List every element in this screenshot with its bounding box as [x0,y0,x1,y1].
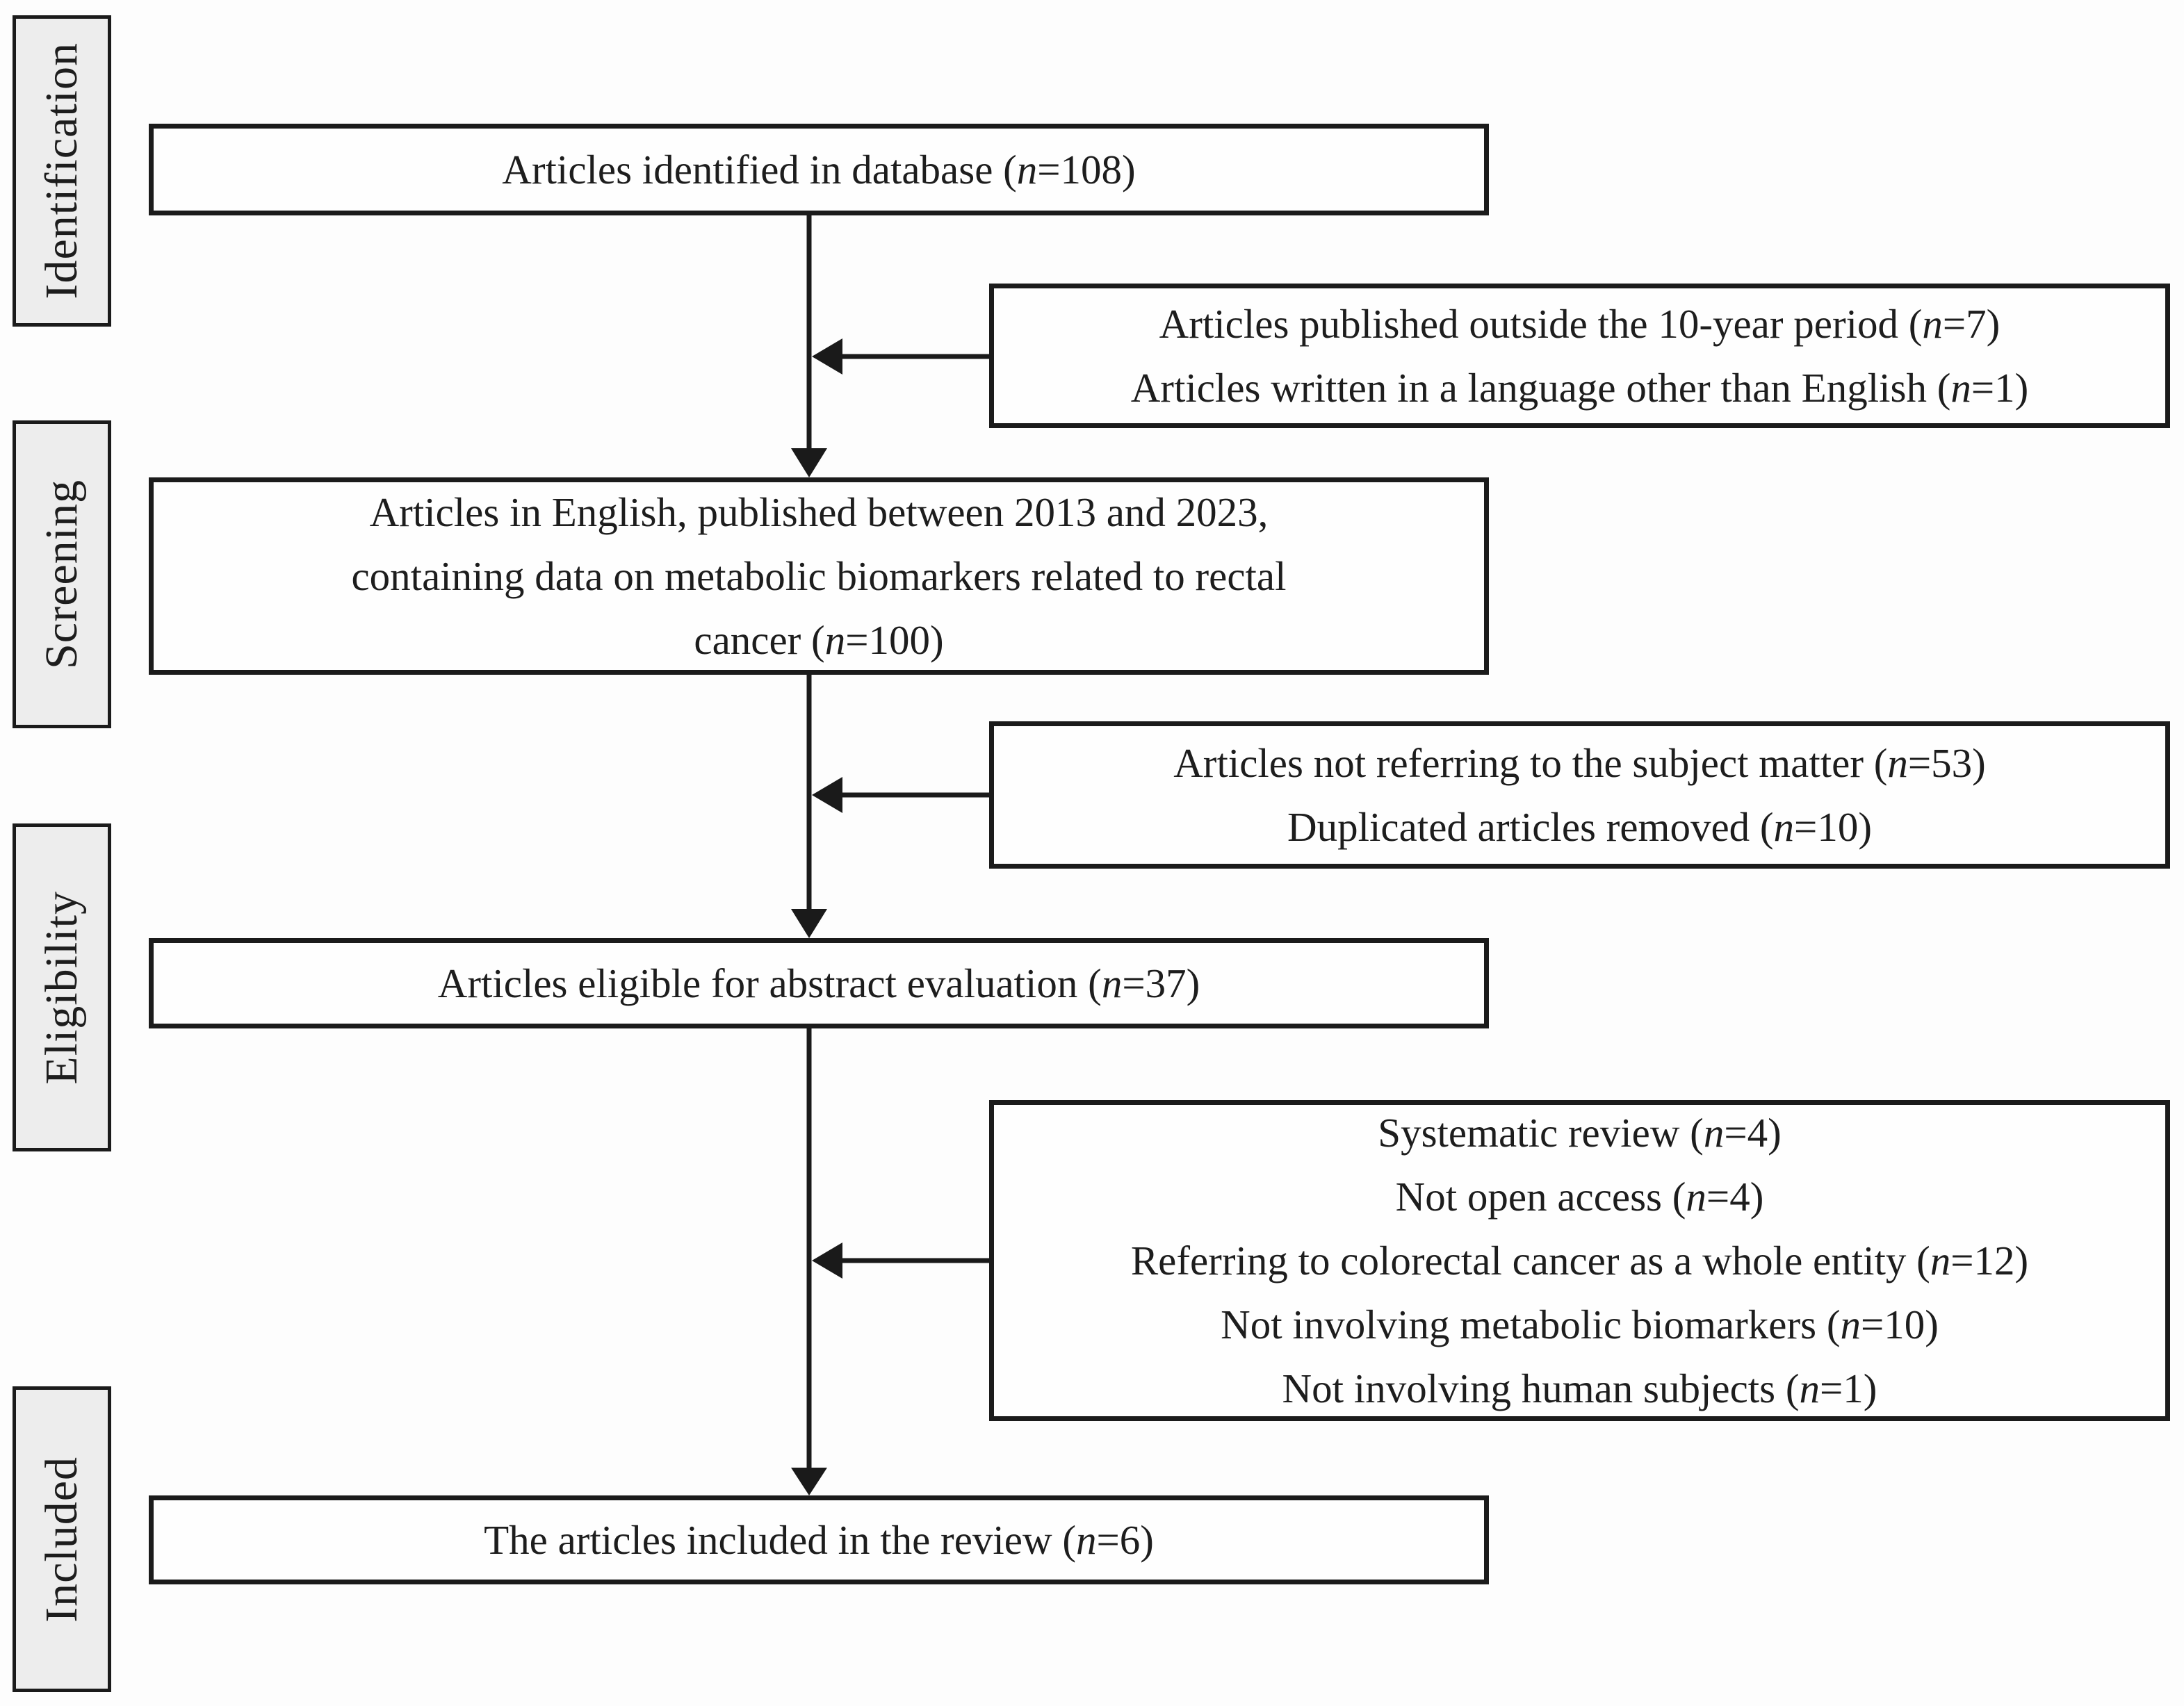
arrow-screening-to-eligibility [791,675,827,938]
stage-label-text: Eligibility [36,890,87,1085]
box-articles-screened: Articles in English, published between 2… [149,477,1489,675]
box-articles-included: The articles included in the review (n=6… [149,1495,1489,1584]
box-text: Articles in English, published between 2… [351,489,1287,663]
box-text: Articles identified in database (n=108) [502,147,1136,192]
exclusion-arrow-screening [812,777,989,813]
stage-label-eligibility: Eligibility [13,823,111,1151]
stage-label-included: Included [13,1386,111,1692]
sidebox-exclusions-eligibility: Systematic review (n=4)Not open access (… [989,1100,2170,1421]
arrow-identification-to-screening [791,215,827,477]
stage-label-text: Identification [36,42,87,300]
box-text: Articles eligible for abstract evaluatio… [437,960,1200,1006]
sidebox-exclusions-identification: Articles published outside the 10-year p… [989,284,2170,428]
stage-label-text: Screening [36,479,87,669]
arrow-eligibility-to-included [791,1028,827,1495]
box-text: Systematic review (n=4)Not open access (… [1130,1110,2029,1411]
box-text: Articles not referring to the subject ma… [1173,740,1986,850]
stage-label-screening: Screening [13,420,111,728]
exclusion-arrow-identification [812,338,989,375]
stage-label-identification: Identification [13,15,111,327]
sidebox-exclusions-screening: Articles not referring to the subject ma… [989,721,2170,869]
box-articles-identified: Articles identified in database (n=108) [149,124,1489,215]
box-text: The articles included in the review (n=6… [484,1517,1154,1563]
box-text: Articles published outside the 10-year p… [1130,301,2029,411]
box-articles-eligible: Articles eligible for abstract evaluatio… [149,938,1489,1028]
exclusion-arrow-eligibility [812,1242,989,1279]
stage-label-text: Included [36,1456,87,1623]
